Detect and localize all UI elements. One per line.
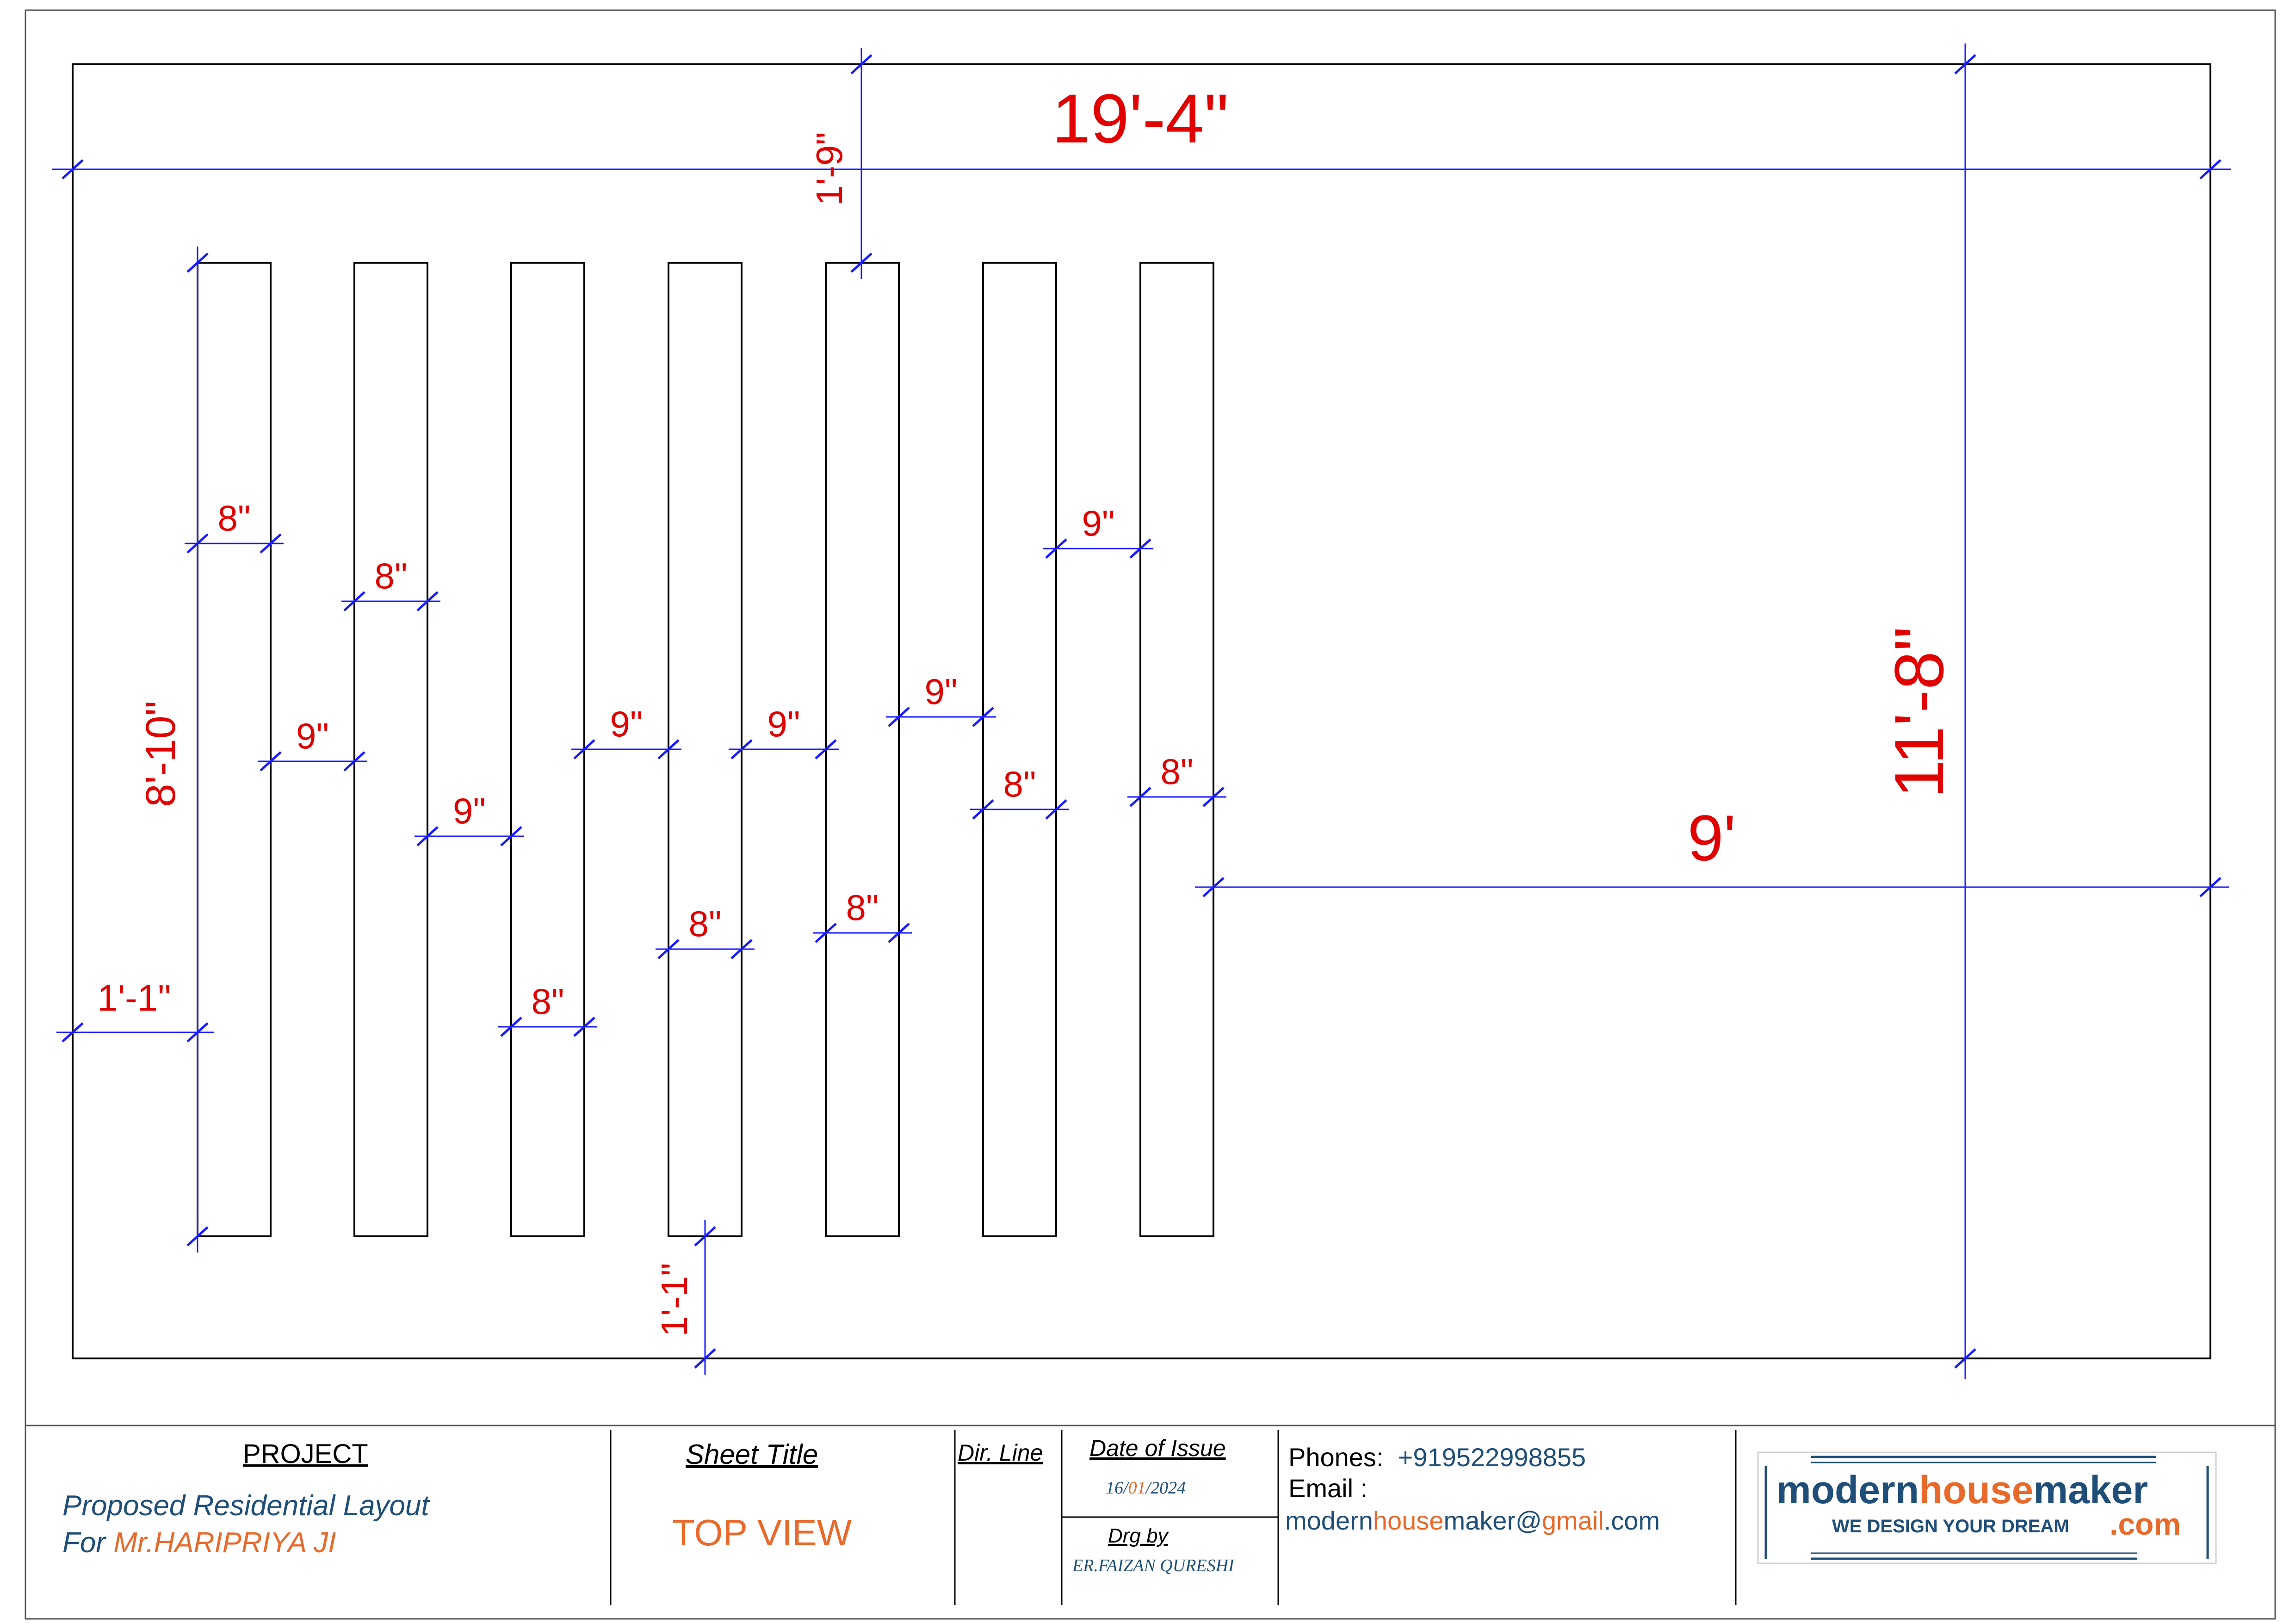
dimension-tick xyxy=(730,939,753,959)
dimension-tick xyxy=(850,253,873,273)
dimension-tick xyxy=(657,939,680,959)
dimension-tick xyxy=(416,591,439,611)
dimension-tick xyxy=(186,1022,209,1043)
dimension-tick xyxy=(972,707,994,727)
dimension-tick xyxy=(815,739,837,759)
dimension-tick xyxy=(343,751,365,771)
overall-width-label: 19'-4" xyxy=(1052,80,1229,157)
dimension-tick xyxy=(888,707,910,727)
date-of-issue-heading: Date of Issue xyxy=(1089,1435,1226,1461)
logo-tagline: WE DESIGN YOUR DREAM xyxy=(1832,1516,2069,1537)
dimension-tick xyxy=(500,1017,522,1037)
dimension-tick xyxy=(260,533,282,554)
dimension-tick xyxy=(1129,538,1151,559)
logo-com: .com xyxy=(2110,1507,2181,1541)
sheet-title-heading: Sheet Title xyxy=(686,1439,818,1470)
dimension-tick xyxy=(1045,799,1067,820)
dimension-tick xyxy=(186,1226,209,1247)
dimension-tick xyxy=(2199,159,2222,179)
dimension-tick xyxy=(62,159,84,179)
dimension-tick xyxy=(573,1017,595,1037)
slat xyxy=(1139,262,1214,1237)
overall-height-label: 11'-8" xyxy=(1880,627,1958,798)
dimension-tick xyxy=(1954,1348,1976,1369)
sheet-title-value: TOP VIEW xyxy=(672,1512,852,1553)
dimension-tick xyxy=(186,253,209,273)
dimension-tick xyxy=(815,923,837,943)
dimension-tick xyxy=(416,826,439,846)
slat-width-label: 8" xyxy=(1160,751,1193,792)
slat-length-label: 8'-10" xyxy=(138,701,184,807)
dimension-tick xyxy=(850,54,873,74)
gap-label: 9" xyxy=(1082,503,1114,543)
dimension-tick xyxy=(972,799,994,820)
client-name: Mr.HARIPRIYA JI xyxy=(113,1527,336,1559)
dimension-tick xyxy=(694,1348,716,1369)
dimension-tick xyxy=(1045,538,1067,559)
email-value: modernhousemaker@gmail.com xyxy=(1285,1506,1660,1535)
phones-value: +919522998855 xyxy=(1398,1443,1586,1472)
for-label: For xyxy=(62,1527,114,1559)
gap-label: 9" xyxy=(453,790,486,831)
dimension-tick xyxy=(730,739,753,759)
dimension-tick xyxy=(260,751,282,771)
dimension-tick xyxy=(1202,877,1225,897)
dimension-tick xyxy=(888,923,910,943)
slat-width-label: 8" xyxy=(688,903,721,944)
sheet-border xyxy=(25,9,2276,1620)
drawn-by-heading: Drg by xyxy=(1108,1524,1168,1547)
title-block-dividers xyxy=(610,1430,1737,1605)
bottom-gap-label: 1'-1" xyxy=(654,1263,695,1336)
slat xyxy=(353,262,428,1237)
gap-label: 9" xyxy=(610,704,643,744)
phones-row: Phones: +919522998855 xyxy=(1288,1442,1586,1472)
gap-label: 9" xyxy=(767,704,800,744)
phones-label: Phones: xyxy=(1288,1443,1384,1472)
top-gap-label: 1'-9" xyxy=(809,132,850,205)
project-name-line1: Proposed Residential Layout xyxy=(62,1490,429,1522)
slat xyxy=(197,262,272,1237)
dimension-tick xyxy=(1202,787,1225,807)
dimension-tick xyxy=(62,1022,84,1043)
gap-label: 9" xyxy=(296,716,329,756)
dimension-tick xyxy=(1129,787,1151,807)
gap-label: 9" xyxy=(924,671,957,712)
date-of-issue-value: 16/01/2024 xyxy=(1106,1478,1186,1498)
project-name-line2: For Mr.HARIPRIYA JI xyxy=(62,1526,336,1559)
slat-width-label: 8" xyxy=(1003,764,1036,804)
outer-boundary xyxy=(72,63,2211,1359)
slat-width-label: 8" xyxy=(217,498,250,538)
left-gap-label: 1'-1" xyxy=(97,977,171,1018)
dimension-tick xyxy=(186,533,209,554)
dimension-tick xyxy=(2199,877,2222,897)
dimension-tick xyxy=(500,826,522,846)
slat-width-label: 8" xyxy=(374,555,407,596)
dimension-tick xyxy=(343,591,365,611)
dimension-tick xyxy=(657,739,680,759)
dimension-tick xyxy=(573,739,595,759)
logo: modernhousemaker WE DESIGN YOUR DREAM .c… xyxy=(1757,1451,2217,1564)
drawn-by-value: ER.FAIZAN QURESHI xyxy=(1072,1556,1234,1575)
dir-line-label: Dir. Line xyxy=(958,1440,1043,1466)
right-space-label: 9' xyxy=(1688,802,1736,874)
logo-frame xyxy=(1757,1451,2217,1564)
slat-width-label: 8" xyxy=(846,887,879,928)
project-heading: PROJECT xyxy=(243,1439,368,1469)
slat-width-label: 8" xyxy=(531,981,564,1022)
slat xyxy=(982,262,1057,1237)
dimension-tick xyxy=(694,1226,716,1247)
logo-wordmark: modernhousemaker xyxy=(1776,1468,2148,1512)
email-label: Email : xyxy=(1288,1474,1368,1503)
dimension-tick xyxy=(1954,54,1976,74)
